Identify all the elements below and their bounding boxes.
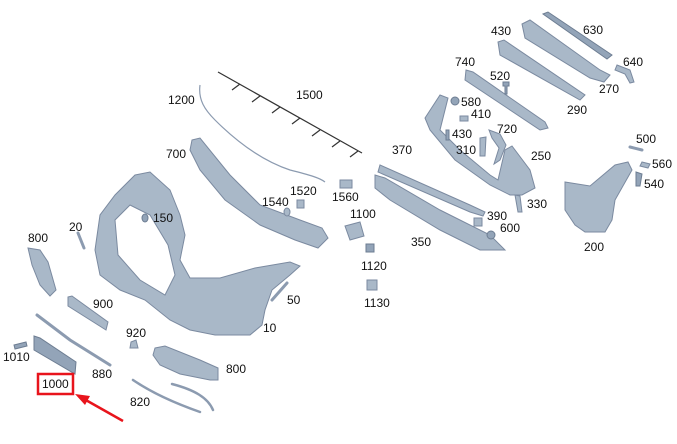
- label-820[interactable]: 820: [130, 395, 150, 409]
- part-1010[interactable]: [13, 341, 28, 350]
- label-880[interactable]: 880: [92, 367, 112, 381]
- label-50[interactable]: 50: [287, 293, 301, 307]
- part-1540[interactable]: [283, 207, 291, 217]
- label-390[interactable]: 390: [487, 209, 507, 223]
- part-250[interactable]: [424, 94, 536, 196]
- label-540[interactable]: 540: [644, 177, 664, 191]
- label-310[interactable]: 310: [456, 143, 476, 157]
- label-800[interactable]: 800: [28, 231, 48, 245]
- part-290[interactable]: [497, 39, 586, 101]
- label-580[interactable]: 580: [461, 95, 481, 109]
- part-20[interactable]: [76, 231, 86, 250]
- part-350[interactable]: [374, 174, 507, 251]
- part-900[interactable]: [67, 295, 109, 331]
- part-820[interactable]: [131, 378, 215, 414]
- label-1540[interactable]: 1540: [262, 195, 289, 209]
- label-740[interactable]: 740: [455, 55, 475, 69]
- label-290[interactable]: 290: [567, 103, 587, 117]
- part-920[interactable]: [129, 339, 139, 349]
- part-1100[interactable]: [344, 221, 365, 241]
- label-270[interactable]: 270: [599, 82, 619, 96]
- label-200[interactable]: 200: [584, 240, 604, 254]
- label-1120[interactable]: 1120: [361, 259, 387, 273]
- label-1010[interactable]: 1010: [3, 350, 30, 364]
- label-700[interactable]: 700: [166, 147, 186, 161]
- part-1000[interactable]: [33, 335, 77, 375]
- part-310[interactable]: [479, 136, 487, 157]
- label-20[interactable]: 20: [69, 220, 83, 234]
- part-labels: 630 430 640 740 520 270 580 410 290 1200…: [3, 23, 672, 409]
- part-1520[interactable]: [296, 199, 305, 209]
- part-370[interactable]: [377, 164, 486, 217]
- part-150[interactable]: [141, 213, 149, 223]
- label-370[interactable]: 370: [392, 143, 412, 157]
- label-1500[interactable]: 1500: [296, 88, 323, 102]
- label-1560[interactable]: 1560: [332, 190, 359, 204]
- part-740[interactable]: [464, 69, 549, 131]
- label-150[interactable]: 150: [153, 211, 173, 225]
- part-500[interactable]: [628, 145, 644, 152]
- label-500[interactable]: 500: [636, 132, 656, 146]
- part-200[interactable]: [564, 161, 633, 233]
- label-1200[interactable]: 1200: [168, 93, 195, 107]
- highlight-arrow-icon: [75, 394, 124, 423]
- label-920[interactable]: 920: [126, 326, 146, 340]
- label-1000[interactable]: 1000: [42, 377, 69, 391]
- part-800b[interactable]: [152, 345, 219, 381]
- part-390[interactable]: [473, 217, 483, 227]
- part-880[interactable]: [35, 313, 112, 367]
- label-350[interactable]: 350: [411, 235, 431, 249]
- label-410[interactable]: 410: [471, 107, 491, 121]
- part-1120[interactable]: [365, 243, 375, 253]
- part-shapes: [13, 11, 651, 414]
- label-1130[interactable]: 1130: [364, 296, 390, 310]
- part-430b[interactable]: [445, 129, 450, 141]
- part-640[interactable]: [614, 64, 635, 84]
- label-10[interactable]: 10: [263, 321, 277, 335]
- part-1130[interactable]: [366, 279, 378, 291]
- label-1520[interactable]: 1520: [290, 184, 317, 198]
- label-250[interactable]: 250: [531, 149, 551, 163]
- label-330[interactable]: 330: [527, 197, 547, 211]
- part-10[interactable]: [94, 171, 301, 336]
- label-720[interactable]: 720: [497, 122, 517, 136]
- part-50[interactable]: [270, 281, 289, 302]
- part-1200[interactable]: [199, 84, 326, 183]
- part-520[interactable]: [502, 81, 510, 95]
- label-430-b[interactable]: 430: [452, 127, 472, 141]
- label-600[interactable]: 600: [500, 221, 520, 235]
- part-270[interactable]: [521, 19, 611, 83]
- part-1500[interactable]: [217, 71, 363, 158]
- label-560[interactable]: 560: [652, 157, 672, 171]
- label-640[interactable]: 640: [623, 55, 643, 69]
- part-560[interactable]: [639, 161, 651, 169]
- highlight-box: [36, 372, 75, 396]
- label-800-b[interactable]: 800: [226, 362, 246, 376]
- label-900[interactable]: 900: [93, 297, 113, 311]
- part-410[interactable]: [459, 115, 469, 122]
- part-1560[interactable]: [339, 179, 353, 189]
- label-520[interactable]: 520: [490, 69, 510, 83]
- label-630[interactable]: 630: [583, 23, 603, 37]
- part-580[interactable]: [450, 96, 460, 106]
- part-330[interactable]: [514, 194, 523, 213]
- part-600[interactable]: [486, 230, 496, 240]
- part-800a[interactable]: [27, 247, 57, 297]
- part-630[interactable]: [541, 11, 613, 60]
- part-720[interactable]: [488, 129, 507, 166]
- label-430[interactable]: 430: [491, 24, 511, 38]
- label-1100[interactable]: 1100: [350, 207, 376, 221]
- part-700[interactable]: [189, 137, 329, 249]
- part-540[interactable]: [635, 171, 643, 187]
